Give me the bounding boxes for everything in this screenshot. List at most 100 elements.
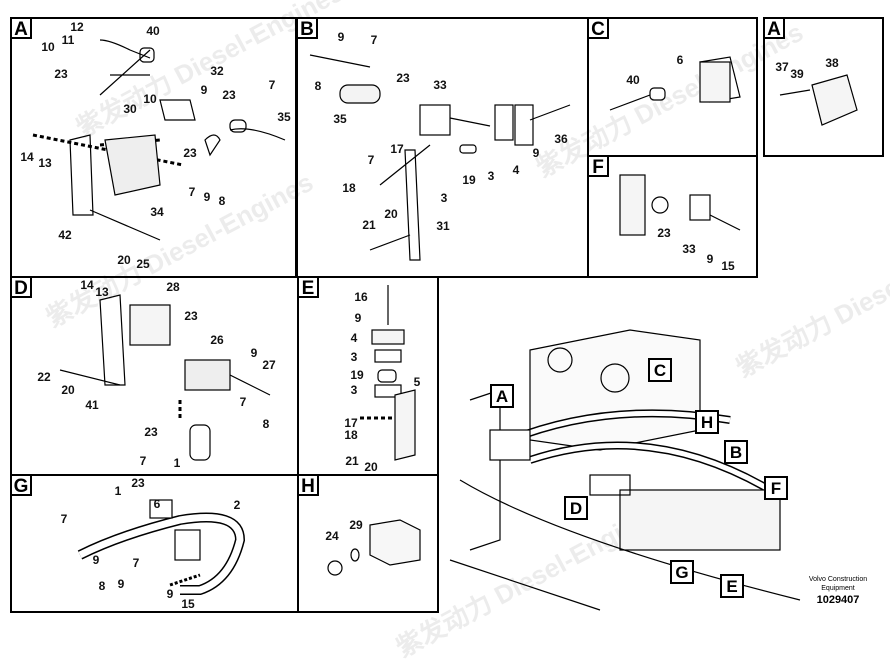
callout: 9 — [250, 346, 258, 360]
callout: 38 — [825, 56, 839, 70]
callout: 20 — [364, 460, 378, 474]
callout: 15 — [721, 259, 735, 273]
panel-label: G — [10, 474, 32, 497]
callout: 5 — [413, 375, 421, 389]
callout: 6 — [676, 53, 684, 67]
callout: 9 — [337, 30, 345, 44]
overview-marker-h[interactable]: H — [695, 410, 719, 434]
overview-marker-f[interactable]: F — [764, 476, 788, 500]
callout: 21 — [362, 218, 376, 232]
callout: 36 — [554, 132, 568, 146]
panel-g: G — [10, 474, 299, 613]
callout: 7 — [370, 33, 378, 47]
callout: 15 — [181, 597, 195, 611]
callout: 9 — [203, 190, 211, 204]
panel-h: H — [297, 474, 439, 613]
callout: 1 — [114, 484, 122, 498]
callout: 9 — [354, 311, 362, 325]
callout: 17 — [390, 142, 404, 156]
overview-marker-d[interactable]: D — [564, 496, 588, 520]
callout: 23 — [144, 425, 158, 439]
callout: 18 — [342, 181, 356, 195]
panel-label: A — [763, 17, 785, 40]
overview-marker-e[interactable]: E — [720, 574, 744, 598]
overview-marker-c[interactable]: C — [648, 358, 672, 382]
callout: 19 — [350, 368, 364, 382]
drawing-number: 1029407 — [816, 594, 860, 606]
callout: 19 — [462, 173, 476, 187]
panel-label: F — [587, 155, 609, 178]
callout: 9 — [117, 577, 125, 591]
callout: 7 — [60, 512, 68, 526]
panel-b: B — [296, 17, 589, 278]
panel-c: C — [587, 17, 758, 157]
callout: 9 — [92, 553, 100, 567]
callout: 3 — [350, 383, 358, 397]
panel-f: F — [587, 155, 758, 278]
callout: 7 — [268, 78, 276, 92]
callout: 14 — [80, 278, 94, 292]
callout: 3 — [350, 350, 358, 364]
callout: 3 — [440, 191, 448, 205]
callout: 17 — [344, 416, 358, 430]
panel-label: D — [10, 276, 32, 299]
callout: 29 — [349, 518, 363, 532]
callout: 6 — [153, 497, 161, 511]
callout: 13 — [95, 285, 109, 299]
callout: 2 — [233, 498, 241, 512]
callout: 9 — [166, 587, 174, 601]
panel-label: B — [296, 17, 318, 40]
callout: 27 — [262, 358, 276, 372]
callout: 8 — [98, 579, 106, 593]
callout: 40 — [626, 73, 640, 87]
callout: 32 — [210, 64, 224, 78]
callout: 7 — [239, 395, 247, 409]
callout: 25 — [136, 257, 150, 271]
callout: 1 — [173, 456, 181, 470]
callout: 4 — [512, 163, 520, 177]
overview-marker-a[interactable]: A — [490, 384, 514, 408]
callout: 9 — [532, 146, 540, 160]
callout: 3 — [487, 169, 495, 183]
callout: 31 — [436, 219, 450, 233]
callout: 26 — [210, 333, 224, 347]
callout: 37 — [775, 60, 789, 74]
callout: 28 — [166, 280, 180, 294]
callout: 4 — [350, 331, 358, 345]
callout: 40 — [146, 24, 160, 38]
callout: 33 — [682, 242, 696, 256]
overview-marker-b[interactable]: B — [724, 440, 748, 464]
panel-label: E — [297, 276, 319, 299]
callout: 23 — [131, 476, 145, 490]
callout: 9 — [706, 252, 714, 266]
company-caption: Volvo Construction Equipment — [808, 576, 868, 592]
callout: 23 — [54, 67, 68, 81]
callout: 23 — [396, 71, 410, 85]
callout: 11 — [61, 33, 75, 47]
callout: 22 — [37, 370, 51, 384]
callout: 14 — [20, 150, 34, 164]
callout: 24 — [325, 529, 339, 543]
panel-d: D — [10, 276, 299, 476]
callout: 10 — [41, 40, 55, 54]
callout: 7 — [132, 556, 140, 570]
overview-marker-g[interactable]: G — [670, 560, 694, 584]
callout: 34 — [150, 205, 164, 219]
callout: 35 — [277, 110, 291, 124]
callout: 23 — [183, 146, 197, 160]
callout: 30 — [123, 102, 137, 116]
callout: 7 — [139, 454, 147, 468]
callout: 23 — [222, 88, 236, 102]
callout: 41 — [85, 398, 99, 412]
panel-a: A — [10, 17, 297, 278]
panel-label: A — [10, 17, 32, 40]
callout: 20 — [117, 253, 131, 267]
callout: 42 — [58, 228, 72, 242]
callout: 8 — [314, 79, 322, 93]
callout: 21 — [345, 454, 359, 468]
callout: 39 — [790, 67, 804, 81]
callout: 8 — [218, 194, 226, 208]
callout: 10 — [143, 92, 157, 106]
callout: 33 — [433, 78, 447, 92]
callout: 7 — [188, 185, 196, 199]
